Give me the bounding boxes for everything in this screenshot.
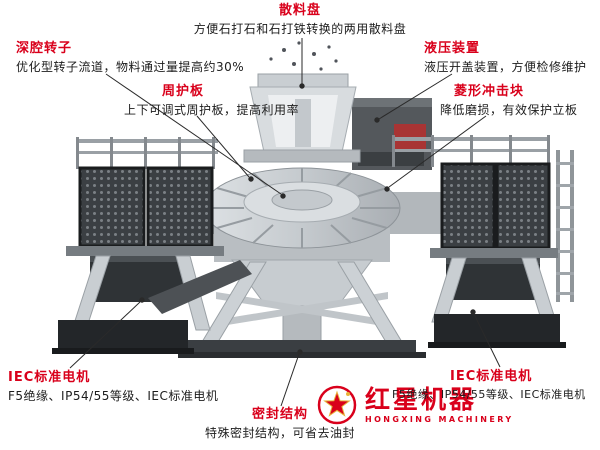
callout-dot (384, 186, 390, 192)
annotation-guard-plate: 周护板 上下可调式周护板，提高利用率 (124, 84, 299, 117)
annotation-desc: F5绝缘、IP54/55等级、IEC标准电机 (8, 388, 219, 403)
callout-dot (297, 349, 303, 355)
annotation-motor-right: IEC标准电机 F5绝缘、IP54/55等级、IEC标准电机 (392, 369, 586, 401)
annotation-desc: 降低磨损，有效保护立板 (440, 102, 578, 117)
annotation-title: 液压装置 (424, 41, 481, 56)
annotation-desc: 上下可调式周护板，提高利用率 (124, 102, 300, 117)
annotation-title: 周护板 (162, 84, 205, 99)
annotation-title: 深腔转子 (16, 41, 73, 56)
rotor-drum (203, 167, 401, 262)
callout-dot (470, 309, 476, 315)
callout-line (378, 73, 453, 120)
callout-line (388, 115, 487, 188)
annotation-title: IEC标准电机 (450, 369, 533, 384)
feed-hopper (243, 73, 361, 163)
callout-line (280, 353, 300, 407)
callout-line (473, 313, 501, 368)
callout-dot (299, 83, 305, 89)
callout-lines (69, 38, 501, 407)
annotation-title: IEC标准电机 (8, 370, 91, 385)
left-platform (52, 137, 252, 354)
logo-text: 红星机器 HONGXING MACHINERY (365, 387, 514, 424)
annotation-hydraulic: 液压装置 液压开盖装置，方便检修维护 (424, 41, 587, 74)
center-base (178, 340, 426, 358)
support-legs (201, 261, 403, 343)
annotation-desc: 液压开盖装置，方便检修维护 (424, 59, 587, 74)
annotation-impact-block: 菱形冲击块 降低磨损，有效保护立板 (440, 84, 578, 117)
annotation-desc: 特殊密封结构，可省去油封 (204, 425, 355, 440)
annotation-title: 散料盘 (278, 3, 321, 18)
hongxing-logo: 红星机器 HONGXING MACHINERY (316, 384, 514, 426)
callout-dot (248, 176, 254, 182)
annotation-desc: 方便石打石和石打铁转换的两用散料盘 (193, 21, 407, 36)
annotation-motor-left: IEC标准电机 F5绝缘、IP54/55等级、IEC标准电机 (8, 370, 218, 403)
callout-dot (139, 297, 145, 303)
annotation-scatter-plate: 散料盘 方便石打石和石打铁转换的两用散料盘 (0, 3, 600, 36)
logo-brand-name: 红星机器 (365, 384, 478, 414)
callout-line (69, 301, 141, 369)
annotation-desc: 优化型转子流道，物料通过量提高约30% (16, 59, 245, 74)
logo-star-icon (317, 385, 357, 425)
annotation-title: 密封结构 (251, 407, 308, 422)
callout-dot (374, 117, 380, 123)
callout-dot (280, 193, 286, 199)
annotation-title: 菱形冲击块 (454, 84, 525, 99)
annotation-seal: 密封结构 特殊密封结构，可省去油封 (160, 407, 400, 440)
right-platform (392, 135, 574, 348)
annotation-deep-rotor: 深腔转子 优化型转子流道，物料通过量提高约30% (16, 41, 244, 74)
callout-line (105, 73, 282, 195)
callout-line (196, 115, 250, 178)
logo-subtitle: HONGXING MACHINERY (365, 414, 514, 424)
annotation-desc: F5绝缘、IP54/55等级、IEC标准电机 (392, 387, 586, 401)
